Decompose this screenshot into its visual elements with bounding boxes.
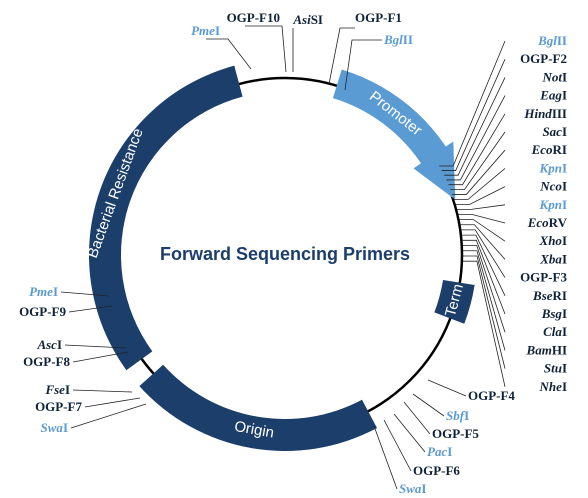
label-bglII-right: BglII: [537, 33, 567, 48]
leader-ogp-f9: [68, 305, 113, 313]
leader-ogp-f1: [328, 27, 355, 85]
label-ascI: AscI: [36, 337, 62, 352]
label-pmeI-top: PmeI: [191, 23, 220, 38]
leader-xhoI: [459, 219, 506, 242]
label-ogp-f1: OGP-F1: [355, 10, 402, 25]
label-bseRI: BseRI: [532, 288, 567, 303]
label-xbaI: XbaI: [539, 251, 567, 266]
leader-fseI: [72, 389, 133, 393]
label-sacI: SacI: [542, 124, 567, 139]
leader-kpnI-2: [457, 204, 506, 210]
leader-pmeI-left: [60, 291, 110, 297]
leader-ogp-f3: [461, 229, 506, 278]
label-notI: NotI: [541, 69, 567, 84]
label-kpnI-2: KpnI: [539, 197, 567, 212]
label-ncoI: NcoI: [539, 179, 567, 194]
leader-bamHI: [462, 250, 506, 351]
leader-eagI: [446, 95, 506, 181]
leader-ogp-f5: [403, 401, 431, 435]
leader-ogp-f10: [245, 25, 287, 73]
label-ogp-f7: OGP-F7: [35, 399, 82, 414]
leader-ecoRI: [452, 149, 506, 195]
label-bamHI: BamHI: [526, 342, 567, 357]
leader-ogp-f4: [427, 379, 467, 397]
promoter-segment: [332, 69, 456, 200]
bacterial-resistance-segment: [89, 65, 243, 371]
leader-ogp-f2: [441, 59, 506, 171]
label-claI: ClaI: [543, 324, 567, 339]
leader-swaI-left: [70, 403, 147, 429]
leader-bsgI: [462, 239, 506, 315]
label-ogp-f10: OGP-F10: [227, 10, 280, 25]
label-ogp-f8: OGP-F8: [23, 354, 70, 369]
leader-kpnI-1: [454, 168, 506, 200]
leader-notI: [444, 77, 506, 176]
leader-stuI: [462, 255, 506, 369]
diagram-title: Forward Sequencing Primers: [160, 244, 410, 264]
label-swaI-left: SwaI: [41, 420, 68, 435]
leaders-layer: [60, 25, 506, 490]
origin-segment: [139, 364, 378, 451]
leader-ogp-f7: [84, 397, 141, 408]
leader-bglII-right: [439, 40, 506, 167]
leader-ecoRV: [458, 214, 506, 224]
label-hindIII: HindIII: [523, 106, 567, 121]
leader-ogp-f8: [72, 351, 129, 363]
label-nheI: NheI: [539, 379, 567, 394]
label-swaI-bottom: SwaI: [399, 481, 426, 496]
label-xhoI: XhoI: [539, 233, 567, 248]
label-ogp-f4: OGP-F4: [468, 388, 515, 403]
leader-bseRI: [461, 234, 506, 296]
leader-ncoI: [455, 186, 506, 205]
label-ecoRI: EcoRI: [531, 142, 567, 157]
label-ogp-f2: OGP-F2: [520, 51, 567, 66]
label-ecoRV: EcoRV: [527, 215, 568, 230]
label-ogp-f6: OGP-F6: [413, 463, 460, 478]
leader-sacI: [450, 131, 506, 190]
leader-sbfI: [412, 393, 445, 417]
origin-label: Origin: [233, 418, 275, 442]
label-pacI: PacI: [427, 444, 452, 459]
leader-xbaI: [460, 224, 506, 260]
leader-bglII-top: [344, 39, 382, 91]
label-bsgI: BsgI: [541, 306, 567, 321]
leader-pacI: [393, 413, 426, 453]
label-fseI: FseI: [44, 382, 70, 397]
leader-hindIII: [448, 113, 506, 186]
leader-claI: [462, 245, 506, 333]
label-sbfI: SbfI: [446, 408, 469, 423]
leader-ascI: [64, 344, 127, 349]
label-kpnI-1: KpnI: [539, 160, 567, 175]
label-ogp-f5: OGP-F5: [432, 426, 479, 441]
leader-nheI: [462, 260, 506, 387]
leader-pmeI-top: [206, 38, 252, 70]
label-ogp-f3: OGP-F3: [520, 270, 567, 285]
label-eagI: EagI: [539, 88, 567, 103]
label-ogp-f9: OGP-F9: [19, 304, 66, 319]
label-asisi: AsiSI: [292, 12, 323, 27]
label-stuI: StuI: [544, 361, 567, 376]
leader-swaI-bottom: [373, 425, 398, 490]
label-bglII-top: BglII: [383, 32, 413, 47]
label-pmeI-left: PmeI: [29, 284, 58, 299]
leader-ogp-f6: [383, 419, 412, 472]
term-segment: [434, 280, 475, 324]
